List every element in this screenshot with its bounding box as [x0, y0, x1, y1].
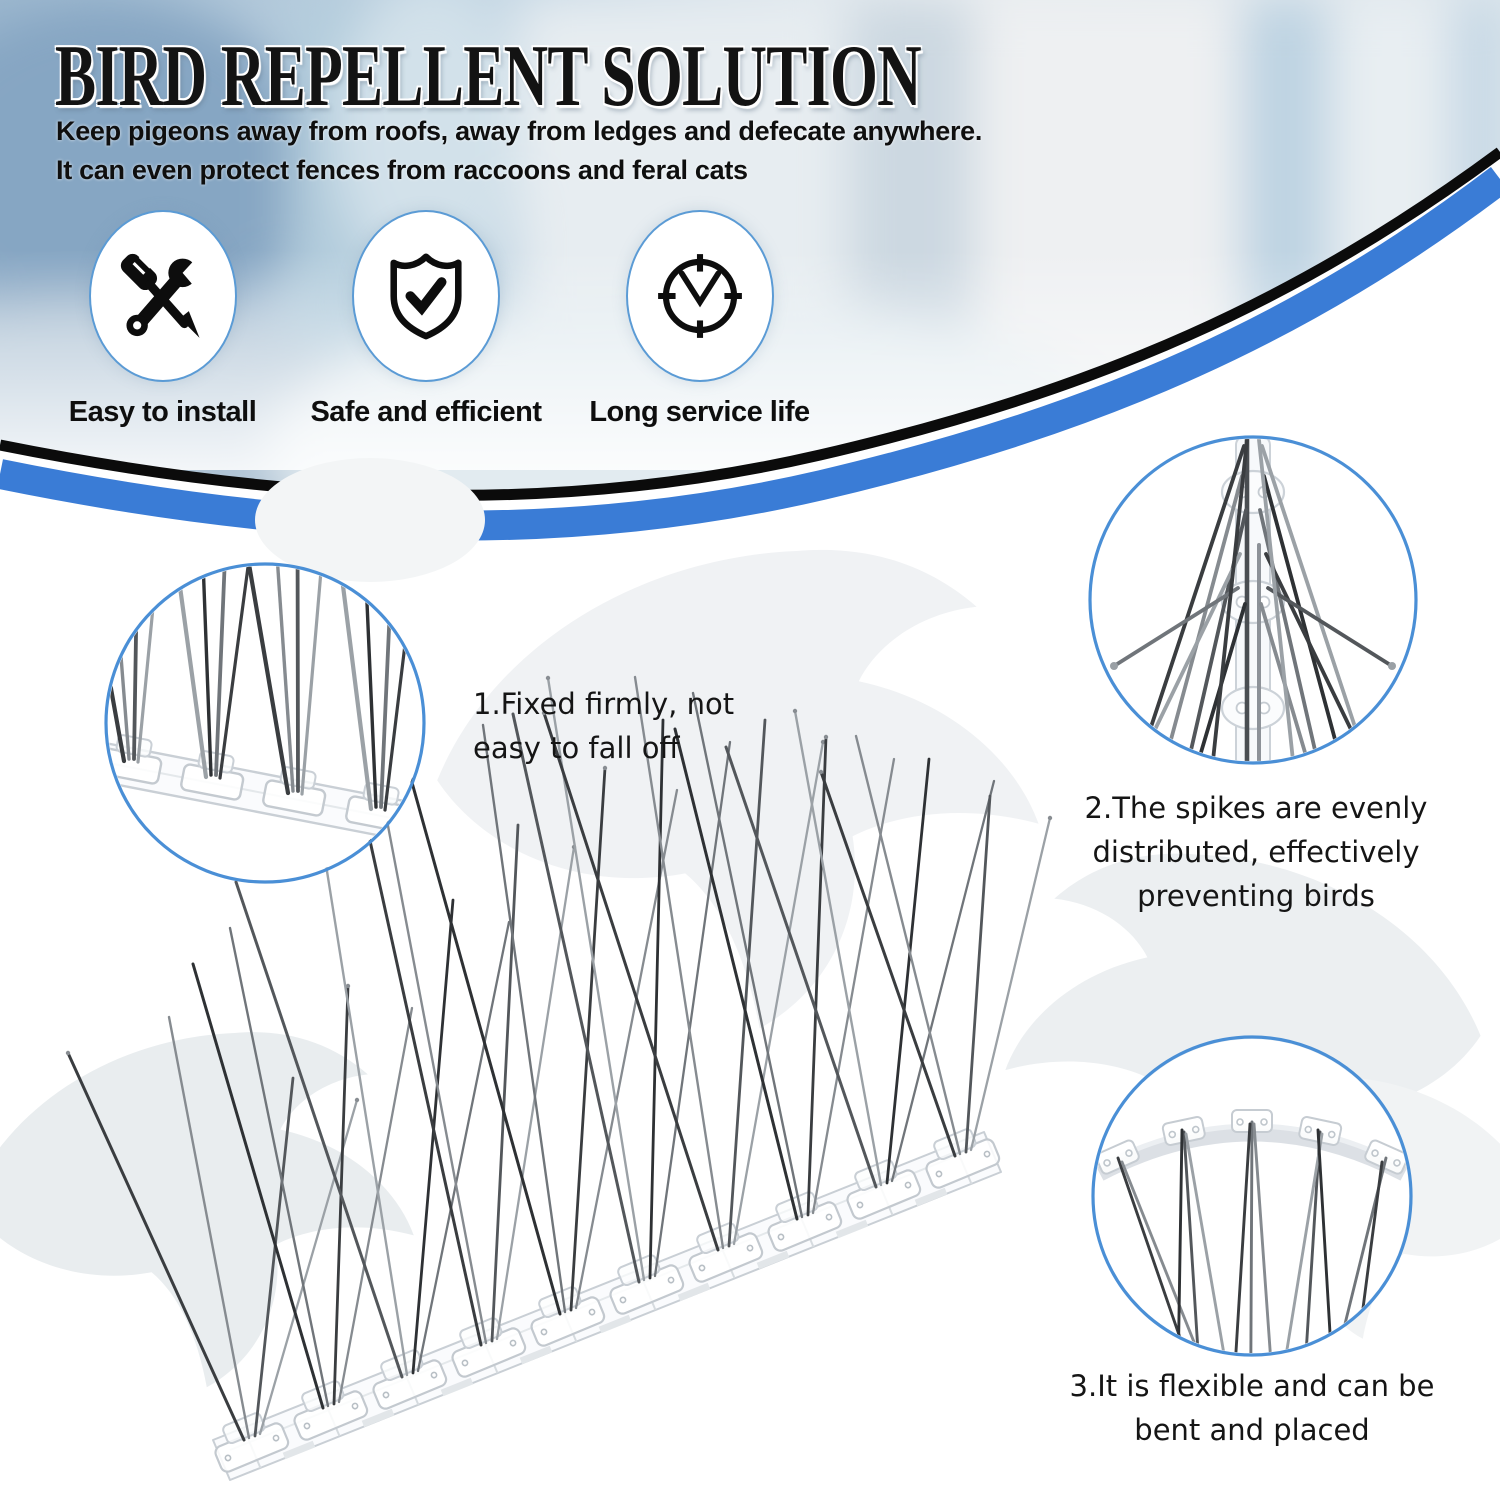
closeup-base-detail — [108, 566, 422, 846]
page-title: BIRD REPELLENT SOLUTION — [55, 28, 922, 125]
callout-circle-2 — [1088, 435, 1418, 765]
callout-text-1: 1.Fixed firmly, not easy to fall off — [473, 687, 735, 765]
callout-text-3: 3.It is flexible and can be bent and pla… — [1069, 1369, 1435, 1447]
feature-label: Long service life — [589, 396, 810, 428]
shield-check-icon — [390, 253, 462, 340]
feature-easy-install: Easy to install — [55, 210, 270, 429]
subtitle-line-1: Keep pigeons away from roofs, away from … — [56, 116, 983, 146]
ghost-bird-silhouettes — [0, 458, 1500, 1388]
closeup-even-spikes — [1110, 439, 1396, 761]
clock-icon — [657, 254, 742, 338]
feature-badge-circle — [88, 210, 237, 382]
feature-long-life: Long service life — [572, 210, 827, 429]
feature-label: Safe and efficient — [310, 396, 542, 428]
bird-spike-strip-product — [65, 675, 1053, 1481]
subtitle-line-2: It can even protect fences from raccoons… — [56, 155, 748, 185]
feature-badge-circle — [625, 210, 774, 382]
feature-badge-circle — [352, 210, 500, 382]
feature-label: Easy to install — [68, 396, 257, 428]
callout-text-2: 2.The spikes are evenly distributed, eff… — [1084, 791, 1428, 913]
page-subtitle: Keep pigeons away from roofs, away from … — [56, 112, 982, 190]
feature-safe-efficient: Safe and efficient — [310, 210, 542, 429]
tools-icon — [120, 250, 212, 338]
callout-circle-1 — [104, 562, 426, 884]
